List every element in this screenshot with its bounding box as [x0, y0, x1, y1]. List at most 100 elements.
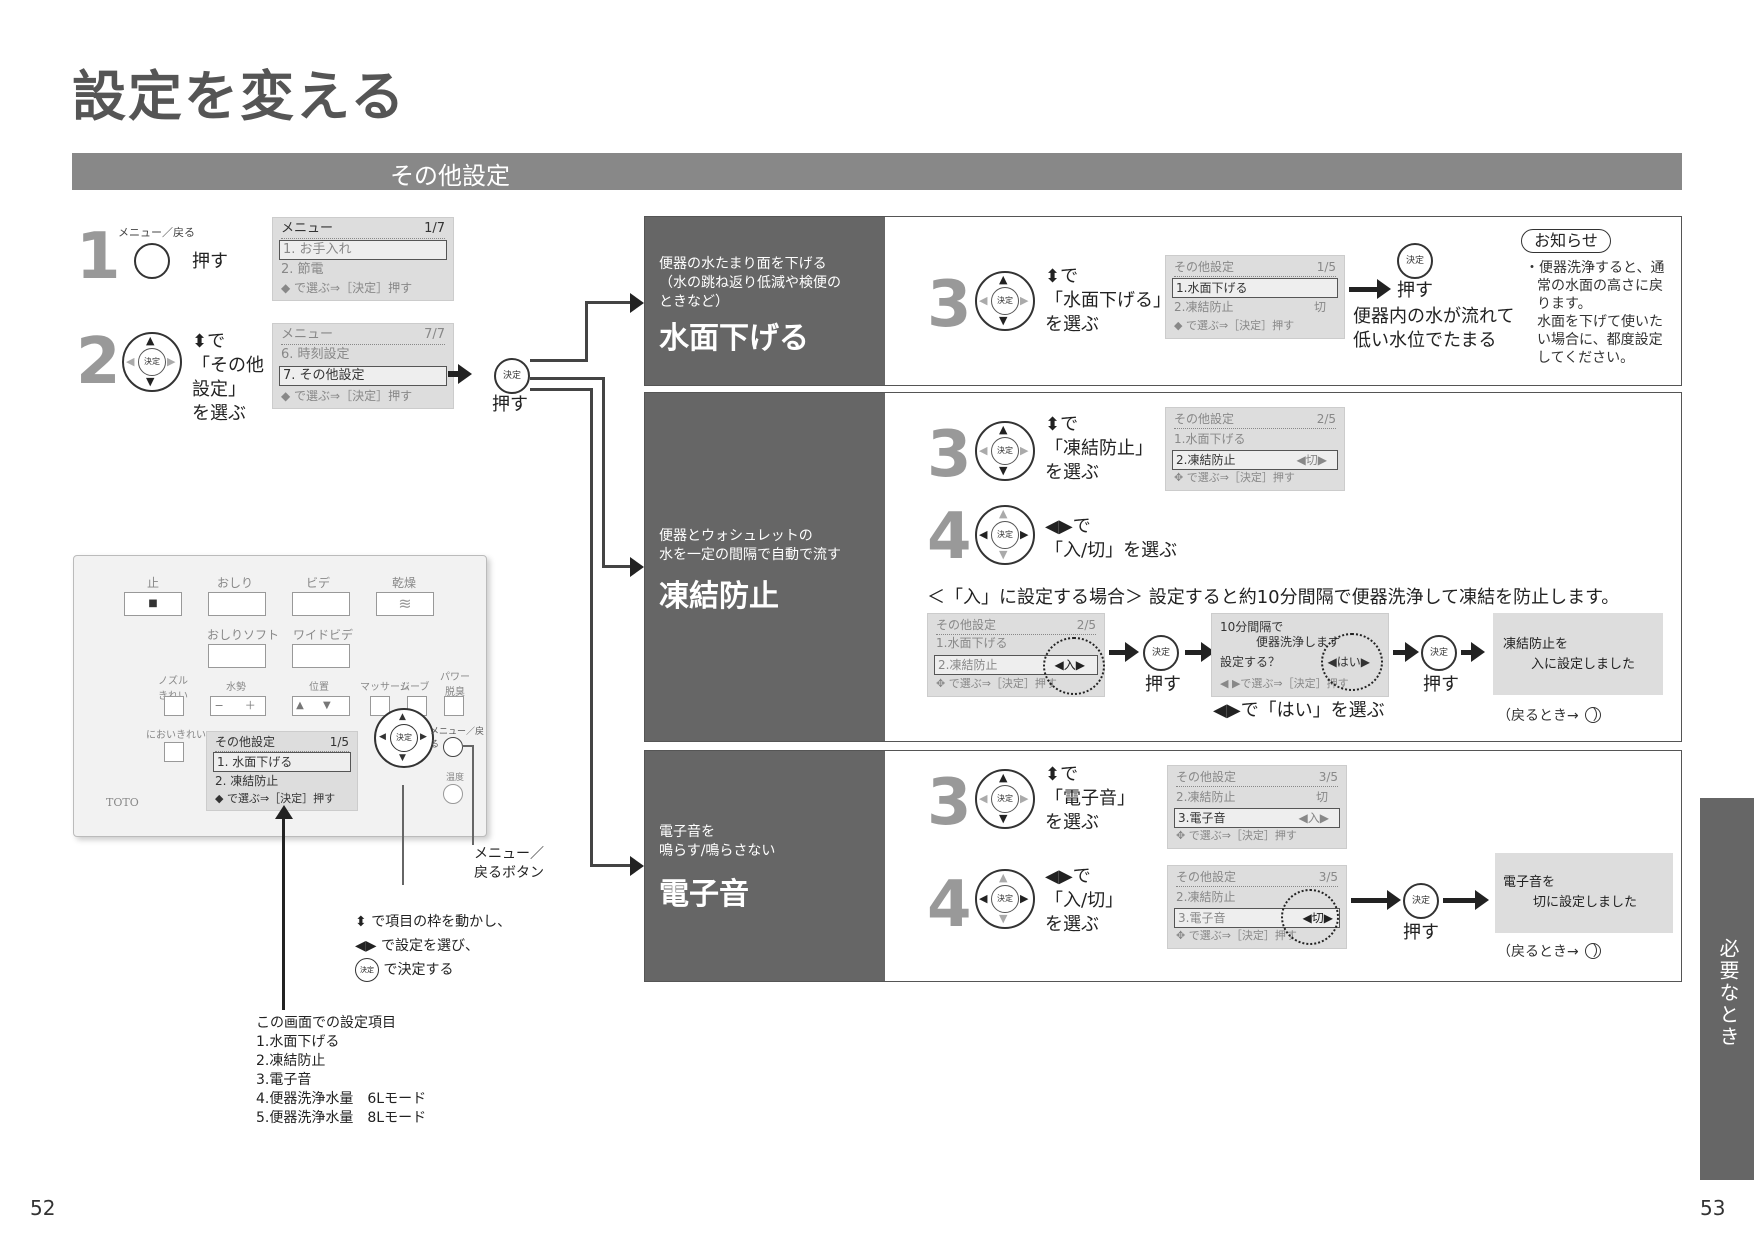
legend-text: で項目の枠を動かし、 [371, 914, 512, 930]
step-text: を選ぶ [1045, 462, 1099, 483]
lcd-row: 2. 節電 [281, 262, 324, 277]
connector-line [530, 359, 585, 362]
nozzle-button[interactable] [164, 696, 184, 716]
arrow-right-icon [1475, 890, 1489, 910]
step-number: 2 [76, 325, 121, 399]
kettei-label: 決定 [991, 785, 1019, 813]
step-number: 3 [927, 418, 972, 492]
lcd-row: 2.凍結防止 [1176, 790, 1236, 804]
updown-icon: ⬍ [192, 331, 208, 352]
select-dial-icon[interactable]: 決定 ▲▼ ◀▶ [975, 769, 1035, 829]
callout-text: 戻るボタン [474, 865, 544, 881]
remote-control-panel: 止 おしり ビデ 乾燥 ■ ≋ おしりソフト ワイドビデ ノズル きれい 水勢 … [73, 555, 487, 837]
oshiri-label: おしり [217, 576, 254, 590]
remote-dial-icon[interactable]: 決定 ▲▼ ◀▶ [374, 708, 434, 768]
step-number: 3 [927, 268, 972, 342]
temp-button[interactable] [443, 784, 463, 804]
stop-button[interactable]: ■ [124, 592, 182, 616]
select-dial-icon[interactable]: 決定 ▲▼ ◀▶ [975, 421, 1035, 481]
oshiri-soft-label: おしりソフト [207, 628, 280, 642]
step-number: 1 [76, 220, 121, 294]
page-number-right: 53 [1700, 1196, 1726, 1220]
step-text-block: ⬍で「水面下げる」を選ぶ [1045, 265, 1171, 337]
lcd-header: メニュー [281, 327, 334, 342]
push-label: 押す [1423, 674, 1459, 695]
kettei-label: 決定 [138, 348, 166, 376]
menu-back-button[interactable] [443, 737, 463, 757]
lcd-row: 設定する？ [1220, 655, 1281, 669]
connector-line [602, 565, 630, 568]
select-dial-icon[interactable]: 決定 ▲▼ ◀▶ [975, 869, 1035, 929]
water-pressure-slider[interactable]: − ＋ [210, 696, 266, 716]
result-box: 凍結防止を 入に設定しました [1493, 613, 1663, 695]
lcd-row: 1. 水面下げる [213, 752, 351, 772]
desc-line: ときなど） [659, 294, 729, 310]
position-slider[interactable]: ▲ ▼ [292, 696, 350, 716]
push-label: 押す [192, 251, 228, 272]
deodor-button[interactable] [164, 742, 184, 762]
arrow-shaft [448, 371, 460, 377]
list-item: 3.電子音 [256, 1072, 312, 1088]
lcd-header: その他設定 [1174, 260, 1235, 274]
oshiri-soft-button[interactable] [208, 644, 266, 668]
lcd-row: 7. その他設定 [279, 366, 447, 386]
select-dial-icon[interactable]: 決定 ▲▼ ◀▶ [975, 271, 1035, 331]
updown-icon: ◆ [215, 792, 227, 805]
notice-line: ・便器洗浄すると、通 [1525, 260, 1665, 276]
lcd-header: その他設定 [1174, 412, 1235, 426]
wide-bidet-button[interactable] [292, 644, 350, 668]
lcd-row: 2.凍結防止 [1176, 453, 1236, 467]
desc-line: 水を一定の間隔で自動で流す [659, 547, 841, 563]
arrow-shaft [1443, 898, 1477, 903]
result-line: 凍結防止を [1503, 637, 1569, 652]
notice-line: 水面を下げて使いた [1537, 314, 1663, 330]
dry-button[interactable]: ≋ [376, 592, 434, 616]
arrow-shaft [1461, 650, 1473, 655]
kettei-button[interactable]: 決定 [1403, 883, 1439, 919]
bidet-button[interactable] [292, 592, 350, 616]
step-text: を選ぶ [1045, 314, 1099, 335]
kettei-button[interactable]: 決定 [1421, 635, 1457, 671]
section-desc: 便器とウォシュレットの水を一定の間隔で自動で流す [659, 527, 841, 565]
kettei-button[interactable]: 決定 [1397, 243, 1433, 279]
step-text: で [207, 331, 226, 352]
section-name: 水面下げる [659, 321, 809, 356]
section-water-level: 便器の水たまり面を下げる（水の跳ね返り低減や検便のときなど） 水面下げる 3 決… [644, 216, 1682, 386]
notice-line: してください。 [1537, 350, 1635, 366]
lcd-row: 1. お手入れ [279, 240, 447, 260]
kettei-button[interactable]: 決定 [494, 358, 530, 394]
connector-line [585, 301, 588, 362]
arrow-shaft [1185, 650, 1203, 655]
banner-label: その他設定 [390, 162, 510, 190]
menu-button[interactable] [134, 243, 170, 279]
leftright-icon: ◀▶ [1213, 700, 1241, 721]
select-dial-icon[interactable]: 決定 ▲▼ ◀▶ [975, 505, 1035, 565]
section-banner: その他設定 [72, 153, 1682, 190]
result-line: 便器内の水が流れて [1353, 306, 1515, 327]
massage-button[interactable] [370, 696, 390, 716]
section-name: 電子音 [659, 877, 749, 912]
desc-line: （水の跳ね返り低減や検便の [659, 275, 841, 291]
list-item: 1.水面下げる [256, 1034, 340, 1050]
oshiri-button[interactable] [208, 592, 266, 616]
result-text: 便器内の水が流れて低い水位でたまる [1353, 305, 1514, 353]
lcd-value: 切 [1313, 300, 1326, 314]
power-deodor-label: パワー 脱臭 [440, 672, 470, 698]
push-label: 押す [1145, 674, 1181, 695]
power-deodor-button[interactable] [444, 696, 464, 716]
lcd-header: その他設定 [1176, 770, 1237, 784]
select-yes-text: ◀▶で「はい」を選ぶ [1213, 699, 1385, 723]
settings-list: この画面での設定項目 1.水面下げる 2.凍結防止 3.電子音 4.便器洗浄水量… [256, 1014, 426, 1128]
lcd-row: 1.水面下げる [936, 636, 1008, 650]
lcd-footer: で選ぶ⇒［決定］押す [1185, 319, 1295, 332]
callout-line [402, 785, 404, 885]
notice-body: ・便器洗浄すると、通 常の水面の高さに戻 ります。 水面を下げて使いた い場合に… [1525, 259, 1664, 367]
lcd-page: 3/5 [1318, 870, 1338, 884]
lcd-footer: で選ぶ⇒［決定］押す [294, 281, 413, 295]
select-dial-icon[interactable]: 決定 ▲▼ ◀▶ [122, 332, 182, 392]
highlight-circle [1281, 889, 1339, 945]
kettei-button[interactable]: 決定 [1143, 635, 1179, 671]
